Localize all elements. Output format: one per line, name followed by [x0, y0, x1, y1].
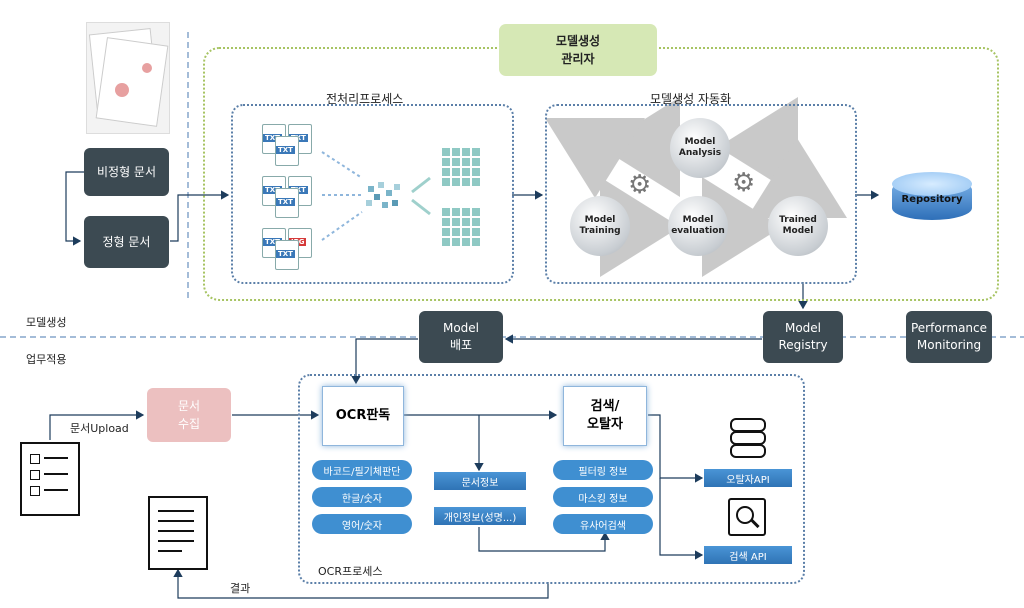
- input-document-icon: [20, 442, 80, 516]
- model-training-node: Model Training: [570, 196, 630, 256]
- repository-label: Repository: [901, 194, 963, 205]
- file-stack-2: TXT TXT TXT: [262, 176, 322, 218]
- ocr-read-box: OCR판독: [322, 386, 404, 446]
- repository-database-icon: Repository: [892, 168, 972, 230]
- search-document-icon: [728, 498, 768, 538]
- feature-grid-icon-bottom: [442, 208, 480, 246]
- preprocess-container: [231, 104, 514, 284]
- model-evaluation-node: Model evaluation: [668, 196, 728, 256]
- section-model-label: 모델생성: [26, 316, 67, 329]
- file-stack-3: TXT JPG TXT: [262, 228, 322, 270]
- doc-info-bar: 문서정보: [434, 472, 526, 490]
- file-tag: TXT: [263, 238, 282, 246]
- personal-info-bar: 개인정보(성명...): [434, 507, 526, 525]
- result-document-icon: [148, 496, 208, 570]
- ocr-pill-english: 영어/숫자: [312, 514, 412, 534]
- file-tag: TXT: [276, 250, 295, 258]
- ocr-process-label: OCR프로세스: [318, 565, 383, 578]
- pixel-cluster-icon: [364, 182, 404, 212]
- result-label: 결과: [230, 582, 251, 595]
- ocr-pill-korean: 한글/숫자: [312, 487, 412, 507]
- feature-grid-icon-top: [442, 148, 480, 186]
- search-typo-box: 검색/ 오탈자: [563, 386, 647, 446]
- model-manager-box: 모델생성 관리자: [499, 24, 657, 76]
- document-collect-box: 문서 수집: [147, 388, 231, 442]
- typo-api-bar: 오탈자API: [704, 469, 792, 487]
- section-business-label: 업무적용: [26, 353, 67, 366]
- file-tag: TXT: [263, 186, 282, 194]
- search-pill-filter: 필터링 정보: [553, 460, 653, 480]
- gear-icon: ⚙: [732, 168, 756, 198]
- performance-monitoring-box: Performance Monitoring: [906, 311, 992, 363]
- search-pill-mask: 마스킹 정보: [553, 487, 653, 507]
- file-tag: TXT: [263, 134, 282, 142]
- upload-label: 문서Upload: [70, 422, 129, 435]
- gear-icon: ⚙: [628, 170, 652, 200]
- file-tag: TXT: [276, 146, 295, 154]
- structured-document-box: 정형 문서: [84, 216, 169, 268]
- database-server-icon: [730, 418, 766, 458]
- ocr-process-container: [298, 374, 805, 584]
- trained-model-node: Trained Model: [768, 196, 828, 256]
- search-api-bar: 검색 API: [704, 546, 792, 564]
- ocr-pill-barcode: 바코드/필기체판단: [312, 460, 412, 480]
- model-analysis-node: Model Analysis: [670, 118, 730, 178]
- unstructured-document-box: 비정형 문서: [84, 148, 169, 196]
- automation-title: 모델생성 자동화: [650, 92, 732, 106]
- file-tag: TXT: [276, 198, 295, 206]
- model-registry-box: Model Registry: [763, 311, 843, 363]
- search-pill-synonym: 유사어검색: [553, 514, 653, 534]
- automation-container: [545, 104, 857, 284]
- preprocess-title: 전처리프로세스: [326, 92, 404, 106]
- scanned-documents-image: [86, 22, 170, 134]
- model-deploy-box: Model 배포: [419, 311, 503, 363]
- file-stack-1: TXT TXT TXT: [262, 124, 322, 166]
